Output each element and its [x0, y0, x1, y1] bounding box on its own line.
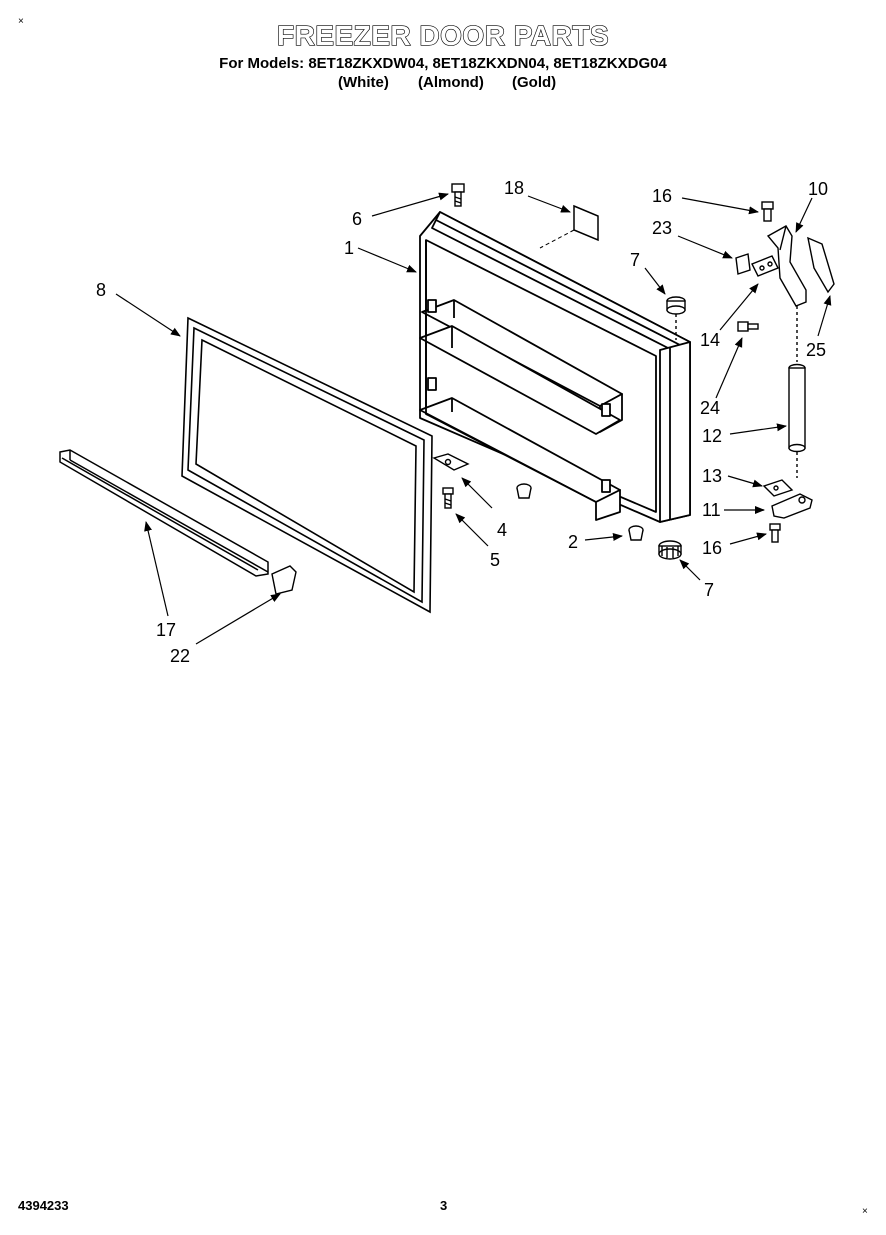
variant-gold: (Gold)	[512, 74, 557, 91]
door-stop-2-drawing	[516, 483, 644, 541]
callout-1: 1	[344, 238, 354, 258]
callout-4: 4	[497, 520, 507, 540]
callout-2: 2	[568, 532, 578, 552]
screw-6-drawing	[451, 183, 465, 207]
callout-18: 18	[504, 178, 524, 198]
door-gasket-8-drawing	[181, 316, 433, 614]
callout-12: 12	[702, 426, 722, 446]
document-number: 4394233	[18, 1198, 69, 1213]
corner-mark-top-left: ×	[18, 16, 24, 27]
callout-22: 22	[170, 646, 190, 666]
callout-16-top: 16	[652, 186, 672, 206]
callout-17: 17	[156, 620, 176, 640]
callout-5: 5	[490, 550, 500, 570]
corner-mark-bottom-right: ×	[862, 1206, 868, 1217]
callout-24: 24	[700, 398, 720, 418]
page-number: 3	[440, 1198, 448, 1213]
callout-11: 11	[702, 500, 721, 520]
end-cap-22-drawing	[271, 565, 297, 595]
models-line: For Models: 8ET18ZKXDW04, 8ET18ZKXDN04, …	[219, 55, 667, 72]
callout-16-bottom: 16	[702, 538, 722, 558]
plug-7-bottom-drawing	[658, 540, 682, 560]
door-handle-17-drawing	[59, 449, 269, 577]
callout-25: 25	[806, 340, 826, 360]
callout-7-top: 7	[630, 250, 640, 270]
hinge-plate-4-drawing	[432, 453, 470, 509]
callout-23: 23	[652, 218, 672, 238]
freezer-door-drawing	[419, 211, 691, 523]
lower-hinge-assembly-drawing	[762, 363, 813, 543]
callout-14: 14	[700, 330, 720, 350]
variant-almond: (Almond)	[418, 74, 484, 91]
callout-13: 13	[702, 466, 722, 486]
callout-10: 10	[808, 179, 828, 199]
callout-8: 8	[96, 280, 106, 300]
callout-7-bottom: 7	[704, 580, 714, 600]
label-part-drawing	[573, 204, 599, 242]
page-title: FREEZER DOOR PARTS	[276, 19, 610, 51]
variant-white: (White)	[338, 74, 389, 91]
plug-7-top-drawing	[666, 296, 686, 340]
callout-6: 6	[352, 209, 362, 229]
upper-hinge-assembly-drawing	[735, 201, 835, 362]
callout-leaders	[115, 192, 832, 645]
